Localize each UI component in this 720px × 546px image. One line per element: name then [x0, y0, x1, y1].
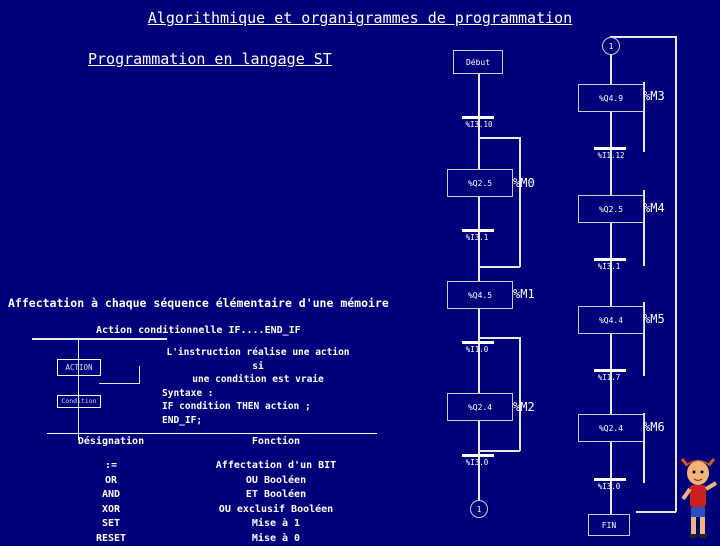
- memory-label: %M4: [643, 201, 665, 215]
- memory-label: %M2: [513, 400, 535, 414]
- memory-label: %M6: [643, 420, 665, 434]
- flow-action-box: %Q4.9: [578, 84, 644, 112]
- flow-left-loop-line: [479, 266, 520, 268]
- table-header: Désignation Fonction: [47, 433, 377, 449]
- flow-start-box: Début: [453, 50, 503, 74]
- flow-action-box: %Q2.4: [447, 393, 513, 421]
- mini-line: [139, 366, 140, 384]
- flow-action-box: %Q4.4: [578, 306, 644, 334]
- memory-label: %M1: [513, 287, 535, 301]
- action-conditional-title: Action conditionnelle IF....END_IF: [96, 325, 301, 336]
- flow-action-box: %Q4.5: [447, 281, 513, 309]
- flow-transition-label: %I1.12: [585, 148, 637, 162]
- flow-left-loop-line: [479, 337, 520, 339]
- table-cell: OR: [47, 475, 175, 486]
- table-row: SET Mise à 1: [47, 517, 377, 532]
- flow-action-box: %Q2.4: [578, 414, 644, 442]
- table-row: RESET Mise à 0: [47, 531, 377, 546]
- flow-transition-label: %I3.10: [453, 117, 505, 131]
- flow-transition-label: %I3.0: [585, 479, 633, 493]
- flow-right-return-line: [636, 511, 676, 513]
- flow-transition-label: %I3.1: [585, 259, 633, 273]
- table-cell: OU Booléen: [175, 475, 377, 486]
- desc-line: L'instruction réalise une action si: [158, 346, 358, 373]
- mini-line: [99, 383, 139, 384]
- flow-left-loop-line: [519, 337, 521, 451]
- table-cell: SET: [47, 518, 175, 529]
- table-header-cell: Fonction: [175, 436, 377, 447]
- table-row: XOR OU exclusif Booléen: [47, 502, 377, 517]
- flow-transition-label: %I3.0: [453, 455, 501, 469]
- memory-label: %M5: [643, 312, 665, 326]
- table-cell: RESET: [47, 533, 175, 544]
- table-row: := Affectation d'un BIT: [47, 459, 377, 474]
- flow-left-loop-line: [479, 450, 520, 452]
- flow-transition-label: %I1.0: [453, 342, 501, 356]
- desc-line: IF condition THEN action ;: [158, 400, 358, 414]
- if-description: L'instruction réalise une action si une …: [158, 346, 358, 427]
- desc-line: Syntaxe :: [158, 387, 358, 401]
- table-cell: XOR: [47, 504, 175, 515]
- table-cell: AND: [47, 489, 175, 500]
- flow-left-loop-line: [479, 137, 520, 139]
- table-header-cell: Désignation: [47, 436, 175, 447]
- flow-end-box: FIN: [588, 514, 630, 536]
- memory-label: %M3: [643, 89, 665, 103]
- mini-connector: [78, 340, 79, 440]
- cartoon-character-illustration: [678, 455, 720, 540]
- table-cell: Mise à 0: [175, 533, 377, 544]
- page-title: Algorithmique et organigrammes de progra…: [0, 9, 720, 27]
- flow-left-loop-line: [519, 137, 521, 267]
- assignment-caption: Affectation à chaque séquence élémentair…: [8, 296, 389, 310]
- table-cell: :=: [47, 460, 175, 471]
- flow-action-box: %Q2.5: [447, 169, 513, 197]
- table-row: OR OU Booléen: [47, 473, 377, 488]
- table-cell: ET Booléen: [175, 489, 377, 500]
- memory-label: %M0: [513, 176, 535, 190]
- page-subtitle: Programmation en langage ST: [88, 50, 332, 68]
- flow-start-node: 1: [602, 37, 620, 55]
- mini-divider: [32, 338, 167, 340]
- flow-end-node: 1: [470, 500, 488, 518]
- table-cell: Affectation d'un BIT: [175, 460, 377, 471]
- desc-line: une condition est vraie: [158, 373, 358, 387]
- flow-transition-label: %I1.7: [585, 370, 633, 384]
- desc-line: END_IF;: [158, 414, 358, 428]
- flow-transition-label: %I3.1: [453, 230, 501, 244]
- operator-table: Désignation Fonction := Affectation d'un…: [47, 433, 377, 546]
- table-cell: Mise à 1: [175, 518, 377, 529]
- table-row: AND ET Booléen: [47, 488, 377, 503]
- flow-right-main-line: [610, 52, 612, 514]
- flow-action-box: %Q2.5: [578, 195, 644, 223]
- table-cell: OU exclusif Booléen: [175, 504, 377, 515]
- flow-right-return-line: [610, 36, 676, 38]
- mini-condition-box: Condition: [57, 395, 101, 408]
- flow-right-return-line: [675, 36, 677, 512]
- mini-action-box: ACTION: [57, 359, 101, 376]
